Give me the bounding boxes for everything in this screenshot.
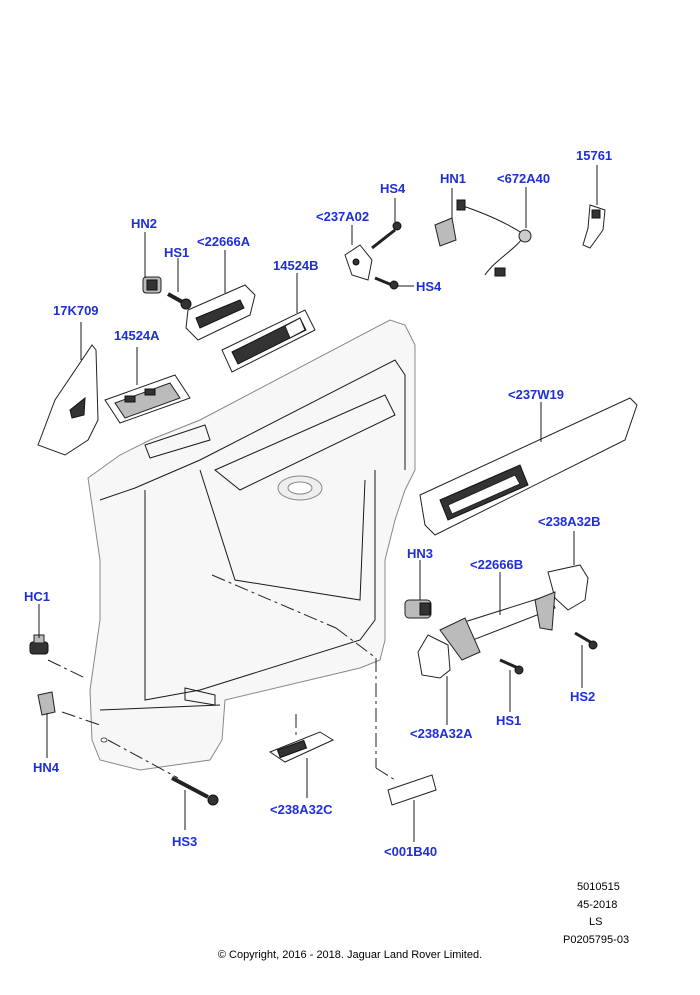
ref-line-3: LS [589, 916, 603, 928]
label-hn2[interactable]: HN2 [131, 216, 158, 231]
label-hs1-bottom[interactable]: HS1 [496, 713, 522, 728]
part-001b40 [387, 774, 437, 842]
ref-line-1: 5010515 [577, 881, 620, 893]
label-001b40[interactable]: <001B40 [384, 844, 438, 859]
copyright-notice: © Copyright, 2016 - 2018. Jaguar Land Ro… [217, 949, 483, 961]
part-hs1-screw [167, 258, 192, 310]
label-17k709[interactable]: 17K709 [53, 303, 99, 318]
label-22666a[interactable]: <22666A [197, 234, 251, 249]
ref-line-2: 45-2018 [577, 899, 618, 911]
label-hn3[interactable]: HN3 [407, 546, 434, 561]
part-15761 [582, 165, 606, 249]
label-22666b[interactable]: <22666B [470, 557, 524, 572]
part-hn1-harness [434, 187, 532, 277]
part-hc1 [29, 604, 49, 655]
part-hs1-screw-bottom [499, 658, 524, 712]
part-22666a [185, 250, 256, 341]
part-22666b [439, 572, 556, 661]
label-237w19[interactable]: <237W19 [508, 387, 565, 402]
label-237a02[interactable]: <237A02 [316, 209, 370, 224]
part-hn4 [37, 691, 56, 758]
label-hs4-bottom[interactable]: HS4 [416, 279, 442, 294]
part-17k709 [37, 322, 99, 456]
part-hn3 [404, 560, 432, 619]
label-hs4-top[interactable]: HS4 [380, 181, 406, 196]
label-14524a[interactable]: 14524A [114, 328, 160, 343]
part-237w19 [419, 397, 638, 536]
door-trim-panel [87, 319, 416, 771]
part-237a02 [344, 198, 414, 290]
label-15761[interactable]: 15761 [576, 148, 613, 163]
label-238a32b[interactable]: <238A32B [538, 514, 601, 529]
part-14524b [221, 273, 316, 373]
ref-line-4: P0205795-03 [563, 934, 630, 946]
label-hs3[interactable]: HS3 [172, 834, 198, 849]
label-hc1[interactable]: HC1 [24, 589, 51, 604]
part-14524a [104, 347, 191, 424]
part-238a32b [547, 531, 589, 611]
label-hn1[interactable]: HN1 [440, 171, 467, 186]
part-238a32c [268, 731, 335, 798]
part-hn2 [142, 232, 162, 294]
part-238a32a [417, 634, 451, 725]
label-672a40[interactable]: <672A40 [497, 171, 551, 186]
label-hs2[interactable]: HS2 [570, 689, 596, 704]
label-14524b[interactable]: 14524B [273, 258, 319, 273]
label-238a32a[interactable]: <238A32A [410, 726, 473, 741]
part-hs2-screw [574, 631, 598, 688]
label-hn4[interactable]: HN4 [33, 760, 60, 775]
label-238a32c[interactable]: <238A32C [270, 802, 333, 817]
alignment-lines [47, 574, 396, 781]
label-hs1-top[interactable]: HS1 [164, 245, 190, 260]
part-hs3-screw [171, 776, 219, 830]
